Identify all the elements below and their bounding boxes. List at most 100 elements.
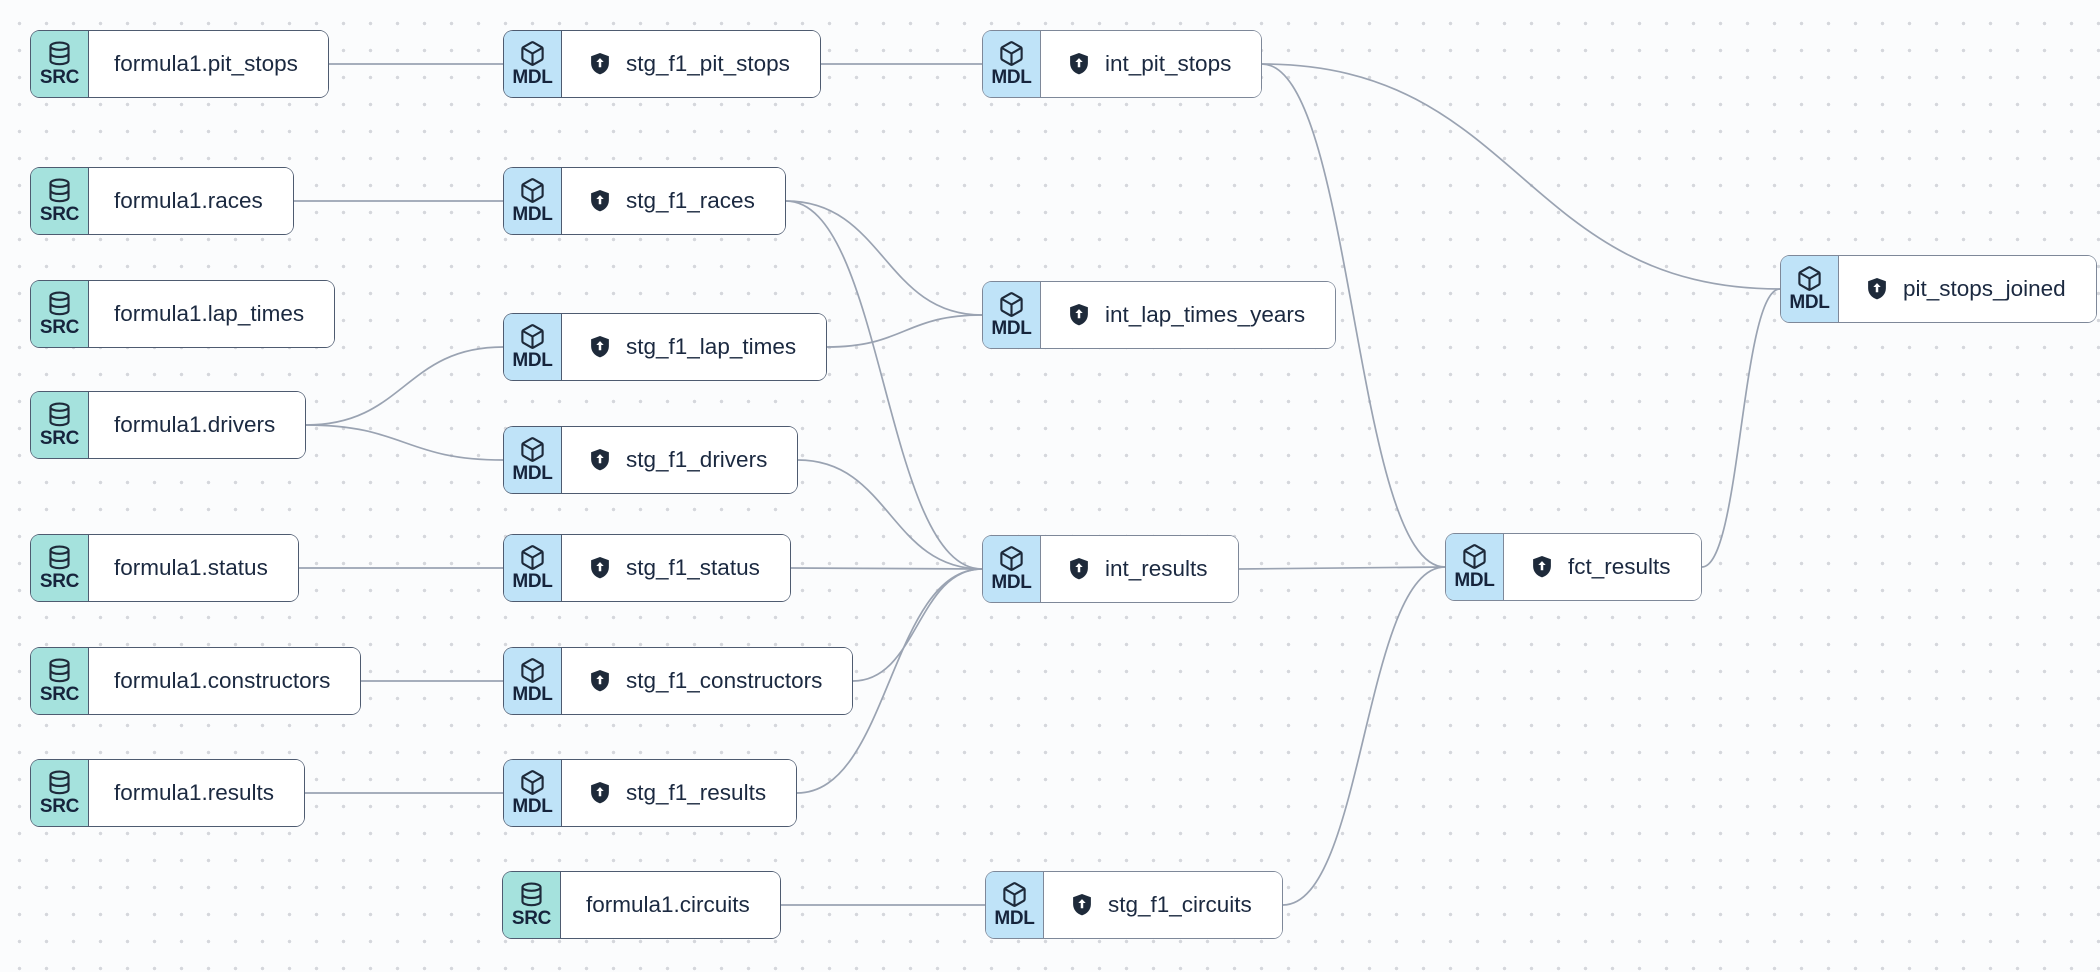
shield-icon (1529, 554, 1555, 580)
shield-icon (1066, 556, 1092, 582)
node-formula1-pit_stops[interactable]: SRC formula1.pit_stops (30, 30, 329, 98)
source-badge: SRC (503, 872, 561, 938)
shield-icon (587, 555, 613, 581)
badge-label: SRC (39, 204, 80, 225)
badge-label: MDL (1454, 570, 1495, 591)
node-label: fct_results (1568, 554, 1671, 579)
source-badge: SRC (31, 648, 89, 714)
badge-label: SRC (39, 317, 80, 338)
database-icon (46, 177, 73, 204)
node-label: int_lap_times_years (1105, 302, 1306, 327)
model-badge: MDL (504, 31, 562, 97)
node-stg_f1_lap_times[interactable]: MDL stg_f1_lap_times (503, 313, 828, 381)
node-label: formula1.status (114, 555, 268, 580)
edge-int_pit_stops-to-pit_stops_joined (1261, 63, 1781, 290)
node-label: int_results (1105, 556, 1208, 581)
node-int_pit_stops[interactable]: MDL int_pit_stops (982, 30, 1263, 98)
edge-stg_f1_drivers-to-int_results (797, 459, 983, 570)
node-label: stg_f1_drivers (626, 447, 768, 472)
node-label: formula1.constructors (114, 668, 331, 693)
node-formula1-circuits[interactable]: SRC formula1.circuits (502, 871, 781, 939)
node-label: stg_f1_lap_times (626, 334, 797, 359)
cube-icon (1796, 265, 1823, 292)
node-label: stg_f1_races (626, 188, 755, 213)
node-label: stg_f1_results (626, 780, 767, 805)
database-icon (46, 657, 73, 684)
node-label: pit_stops_joined (1903, 276, 2066, 301)
model-badge: MDL (504, 648, 562, 714)
cube-icon (519, 544, 546, 571)
cube-icon (519, 769, 546, 796)
cube-icon (1461, 543, 1488, 570)
edge-stg_f1_circuits-to-fct_results (1282, 566, 1446, 906)
source-badge: SRC (31, 281, 89, 347)
model-badge: MDL (504, 427, 562, 493)
shield-icon (587, 668, 613, 694)
node-stg_f1_results[interactable]: MDL stg_f1_results (503, 759, 798, 827)
badge-label: MDL (991, 572, 1032, 593)
model-badge: MDL (983, 31, 1041, 97)
shield-icon (587, 334, 613, 360)
cube-icon (998, 545, 1025, 572)
shield-icon (1066, 51, 1092, 77)
cube-icon (1001, 881, 1028, 908)
source-badge: SRC (31, 760, 89, 826)
source-badge: SRC (31, 392, 89, 458)
model-badge: MDL (504, 535, 562, 601)
edge-stg_f1_lap_times-to-int_lap_times_years (826, 314, 983, 348)
badge-label: SRC (39, 67, 80, 88)
database-icon (46, 40, 73, 67)
badge-label: SRC (511, 908, 552, 929)
source-badge: SRC (31, 31, 89, 97)
edge-stg_f1_status-to-int_results (790, 567, 983, 570)
node-label: formula1.pit_stops (114, 51, 298, 76)
node-label: formula1.circuits (586, 892, 750, 917)
node-stg_f1_constructors[interactable]: MDL stg_f1_constructors (503, 647, 854, 715)
node-label: formula1.results (114, 780, 275, 805)
edge-stg_f1_constructors-to-int_results (852, 568, 983, 682)
node-stg_f1_status[interactable]: MDL stg_f1_status (503, 534, 791, 602)
node-label: formula1.drivers (114, 412, 276, 437)
model-badge: MDL (983, 282, 1041, 348)
node-label: stg_f1_status (626, 555, 760, 580)
node-int_results[interactable]: MDL int_results (982, 535, 1239, 603)
node-label: stg_f1_pit_stops (626, 51, 790, 76)
badge-label: MDL (991, 67, 1032, 88)
node-stg_f1_pit_stops[interactable]: MDL stg_f1_pit_stops (503, 30, 821, 98)
node-formula1-drivers[interactable]: SRC formula1.drivers (30, 391, 307, 459)
node-stg_f1_circuits[interactable]: MDL stg_f1_circuits (985, 871, 1283, 939)
badge-label: SRC (39, 796, 80, 817)
node-label: formula1.races (114, 188, 263, 213)
node-stg_f1_drivers[interactable]: MDL stg_f1_drivers (503, 426, 799, 494)
cube-icon (998, 291, 1025, 318)
edge-formula1.drivers-to-stg_f1_drivers (305, 424, 504, 461)
node-pit_stops_joined[interactable]: MDL pit_stops_joined (1780, 255, 2097, 323)
node-label: stg_f1_circuits (1108, 892, 1252, 917)
node-int_lap_times_years[interactable]: MDL int_lap_times_years (982, 281, 1337, 349)
source-badge: SRC (31, 168, 89, 234)
cube-icon (519, 177, 546, 204)
badge-label: MDL (1789, 292, 1830, 313)
node-label: formula1.lap_times (114, 301, 305, 326)
node-label: stg_f1_constructors (626, 668, 823, 693)
badge-label: MDL (512, 684, 553, 705)
badge-label: MDL (512, 463, 553, 484)
cube-icon (519, 657, 546, 684)
shield-icon (1066, 302, 1092, 328)
database-icon (46, 769, 73, 796)
cube-icon (519, 323, 546, 350)
badge-label: MDL (512, 796, 553, 817)
cube-icon (998, 40, 1025, 67)
node-formula1-constructors[interactable]: SRC formula1.constructors (30, 647, 362, 715)
node-fct_results[interactable]: MDL fct_results (1445, 533, 1702, 601)
node-formula1-lap_times[interactable]: SRC formula1.lap_times (30, 280, 336, 348)
shield-icon (587, 188, 613, 214)
node-formula1-status[interactable]: SRC formula1.status (30, 534, 299, 602)
node-formula1-races[interactable]: SRC formula1.races (30, 167, 294, 235)
shield-icon (587, 51, 613, 77)
node-stg_f1_races[interactable]: MDL stg_f1_races (503, 167, 786, 235)
cube-icon (519, 436, 546, 463)
node-formula1-results[interactable]: SRC formula1.results (30, 759, 306, 827)
cube-icon (519, 40, 546, 67)
